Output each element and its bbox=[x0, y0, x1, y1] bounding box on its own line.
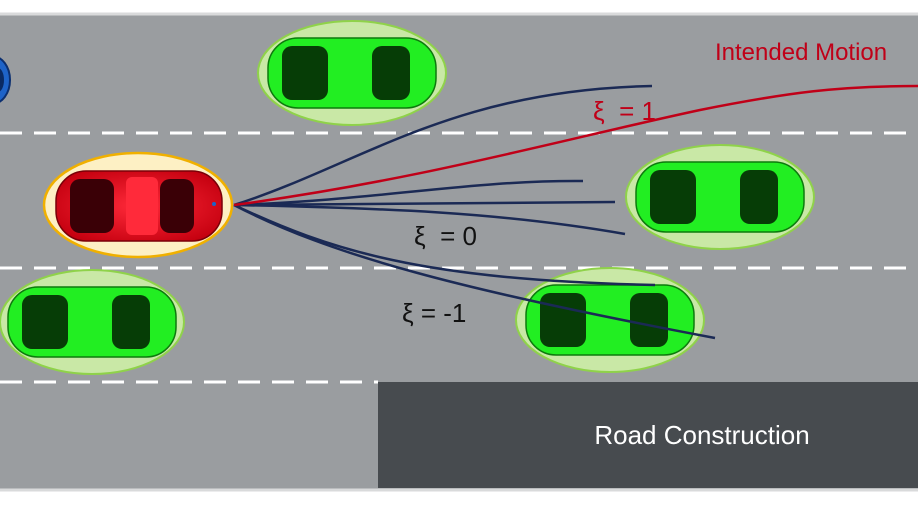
other-car-bottom-left bbox=[0, 269, 185, 375]
road-construction-label: Road Construction bbox=[594, 420, 809, 450]
xi-plus-one-label: ξ = 1 bbox=[593, 96, 656, 126]
other-car-middle bbox=[625, 144, 815, 250]
blue-car bbox=[0, 57, 11, 103]
trajectory-left-upper bbox=[233, 84, 653, 207]
trajectory-right-lowest bbox=[233, 203, 716, 340]
road-construction-zone bbox=[378, 382, 918, 488]
xi-minus-one-label: ξ = -1 bbox=[402, 298, 466, 328]
trajectory-straight bbox=[233, 200, 616, 207]
ego-car bbox=[42, 151, 234, 259]
other-car-top bbox=[257, 20, 447, 126]
intended-motion-path bbox=[233, 84, 918, 207]
trajectory-right-mid bbox=[233, 203, 626, 236]
other-car-bottom-right bbox=[515, 267, 705, 373]
xi-zero-label: ξ = 0 bbox=[414, 221, 477, 251]
intended-motion-label: Intended Motion bbox=[715, 39, 887, 66]
trajectory-left-mid bbox=[233, 179, 584, 207]
candidate-trajectories bbox=[233, 84, 716, 340]
